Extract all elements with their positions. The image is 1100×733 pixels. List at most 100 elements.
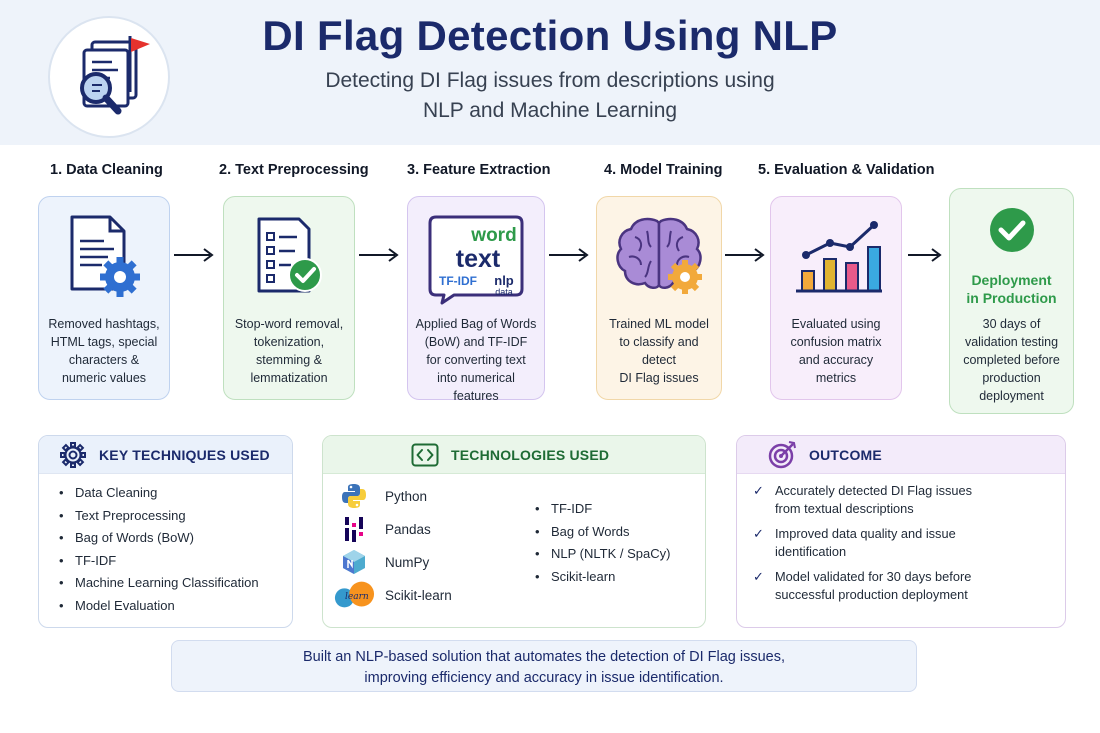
- logo-badge: [48, 16, 170, 138]
- step-label-feature-extraction: 3. Feature Extraction: [407, 162, 551, 178]
- flow-arrow-icon: [549, 248, 589, 262]
- panel-title: TECHNOLOGIES USED: [451, 446, 610, 463]
- list-item: TF-IDF: [59, 550, 259, 573]
- outcome-line: from textual descriptions: [775, 501, 914, 516]
- tool-row: learn Scikit-learn: [333, 579, 452, 611]
- numpy-icon: [333, 547, 375, 577]
- tools-list: Python Pandas: [333, 480, 452, 612]
- desc-line: HTML tags, special: [50, 335, 158, 349]
- bubble-word: text: [456, 245, 501, 273]
- desc-line: Applied Bag of Words: [415, 317, 537, 331]
- bubble-word: TF-IDF: [439, 274, 477, 288]
- tool-name: NumPy: [385, 554, 430, 570]
- step-card-evaluation: Evaluated using confusion matrix and acc…: [770, 196, 902, 400]
- bar-chart-trend-icon: [788, 211, 884, 306]
- step-label-text-preprocessing: 2. Text Preprocessing: [219, 162, 369, 178]
- panel-header: OUTCOME: [737, 436, 1065, 474]
- desc-line: for converting text: [426, 353, 526, 367]
- check-circle-icon: [989, 207, 1035, 258]
- list-item: Data Cleaning: [59, 482, 259, 505]
- step-description: Trained ML model to classify and detect …: [603, 315, 715, 387]
- technologies-panel: TECHNOLOGIES USED Python: [322, 435, 706, 628]
- summary-line: Built an NLP-based solution that automat…: [303, 649, 785, 665]
- document-search-flag-icon: [80, 36, 150, 115]
- scikit-learn-icon: learn: [333, 580, 375, 610]
- scikit-learn-logo-text: learn: [345, 592, 369, 602]
- step-card-text-preprocessing: Stop-word removal, tokenization, stemmin…: [223, 196, 355, 400]
- panel-header: TECHNOLOGIES USED: [323, 436, 705, 474]
- desc-line: 30 days of: [982, 317, 1041, 331]
- code-icon: [411, 443, 439, 466]
- step-label-evaluation: 5. Evaluation & Validation: [758, 162, 935, 178]
- tool-name: Python: [385, 488, 428, 504]
- deployment-description: 30 days of validation testing completed …: [956, 315, 1067, 405]
- gear-icon: [60, 441, 86, 468]
- desc-line: production: [982, 371, 1041, 385]
- desc-line: stemming &: [256, 353, 322, 367]
- subtitle-line: NLP and Machine Learning: [422, 99, 678, 122]
- methods-list: TF-IDF Bag of Words NLP (NLTK / SpaCy) S…: [535, 498, 670, 588]
- list-item: Scikit-learn: [535, 566, 670, 589]
- step-card-model-training: Trained ML model to classify and detect …: [596, 196, 722, 400]
- summary-line: improving efficiency and accuracy in iss…: [364, 670, 724, 686]
- desc-line: Removed hashtags,: [48, 317, 160, 331]
- desc-line: completed before: [963, 353, 1060, 367]
- tool-row: Python: [333, 480, 452, 512]
- pandas-icon: [333, 514, 375, 544]
- checkmark-icon: ✓: [753, 483, 764, 498]
- page-subtitle: Detecting DI Flag issues from descriptio…: [250, 66, 850, 126]
- step-card-data-cleaning: Removed hashtags, HTML tags, special cha…: [38, 196, 170, 400]
- checkmark-icon: ✓: [753, 526, 764, 541]
- desc-line: metrics: [815, 371, 857, 385]
- desc-line: DI Flag issues: [619, 371, 699, 385]
- desc-line: Trained ML model: [609, 317, 709, 331]
- step-label-model-training: 4. Model Training: [604, 162, 723, 178]
- list-item: Bag of Words (BoW): [59, 527, 259, 550]
- desc-line: and accuracy: [798, 353, 874, 367]
- desc-line: into numerical features: [437, 371, 515, 403]
- outcome-list: ✓ Accurately detected DI Flag issues fro…: [753, 482, 1053, 611]
- page-title: DI Flag Detection Using NLP: [262, 12, 838, 59]
- step-description: Evaluated using confusion matrix and acc…: [777, 315, 895, 387]
- list-item: Machine Learning Classification: [59, 572, 259, 595]
- outcome-line: Accurately detected DI Flag issues: [775, 483, 973, 498]
- panel-title: OUTCOME: [809, 446, 882, 463]
- list-item: ✓ Model validated for 30 days before suc…: [753, 568, 1053, 604]
- checklist-check-icon: [247, 211, 331, 306]
- list-item: Text Preprocessing: [59, 505, 259, 528]
- outcome-panel: OUTCOME ✓ Accurately detected DI Flag is…: [736, 435, 1066, 628]
- header-band: DI Flag Detection Using NLP Detecting DI…: [0, 0, 1100, 145]
- step-description: Removed hashtags, HTML tags, special cha…: [45, 315, 163, 387]
- tool-name: Pandas: [385, 521, 431, 537]
- desc-line: numeric values: [61, 371, 147, 385]
- list-item: Model Evaluation: [59, 595, 259, 618]
- deployment-title-line: in Production: [966, 290, 1057, 306]
- techniques-list: Data Cleaning Text Preprocessing Bag of …: [59, 482, 259, 617]
- outcome-text: Improved data quality and issue identifi…: [775, 525, 956, 561]
- desc-line: Stop-word removal,: [234, 317, 344, 331]
- word-cloud-bubble-icon: word text TF-IDF nlp data: [426, 211, 526, 310]
- flow-arrow-icon: [174, 248, 214, 262]
- panel-header: KEY TECHNIQUES USED: [39, 436, 292, 474]
- desc-line: deployment: [979, 389, 1044, 403]
- tool-name: Scikit-learn: [385, 587, 452, 603]
- target-icon: [768, 440, 796, 468]
- tool-row: Pandas: [333, 513, 452, 545]
- outcome-text: Model validated for 30 days before succe…: [775, 568, 971, 604]
- deployment-title: Deployment in Production: [950, 271, 1073, 307]
- python-icon: [333, 481, 375, 511]
- bubble-word: word: [470, 225, 516, 246]
- outcome-line: successful production deployment: [775, 587, 968, 602]
- desc-line: lemmatization: [250, 371, 328, 385]
- outcome-text: Accurately detected DI Flag issues from …: [775, 482, 972, 518]
- step-card-feature-extraction: word text TF-IDF nlp data Applied Bag of…: [407, 196, 545, 403]
- step-card-deployment: Deployment in Production 30 days of vali…: [949, 188, 1074, 414]
- list-item: TF-IDF: [535, 498, 670, 521]
- subtitle-line: Detecting DI Flag issues from descriptio…: [325, 69, 775, 92]
- list-item: NLP (NLTK / SpaCy): [535, 543, 670, 566]
- brain-gear-icon: [611, 211, 707, 306]
- list-item: ✓ Improved data quality and issue identi…: [753, 525, 1053, 561]
- bubble-word: data: [495, 287, 513, 297]
- panel-title: KEY TECHNIQUES USED: [99, 446, 270, 463]
- flow-arrow-icon: [359, 248, 399, 262]
